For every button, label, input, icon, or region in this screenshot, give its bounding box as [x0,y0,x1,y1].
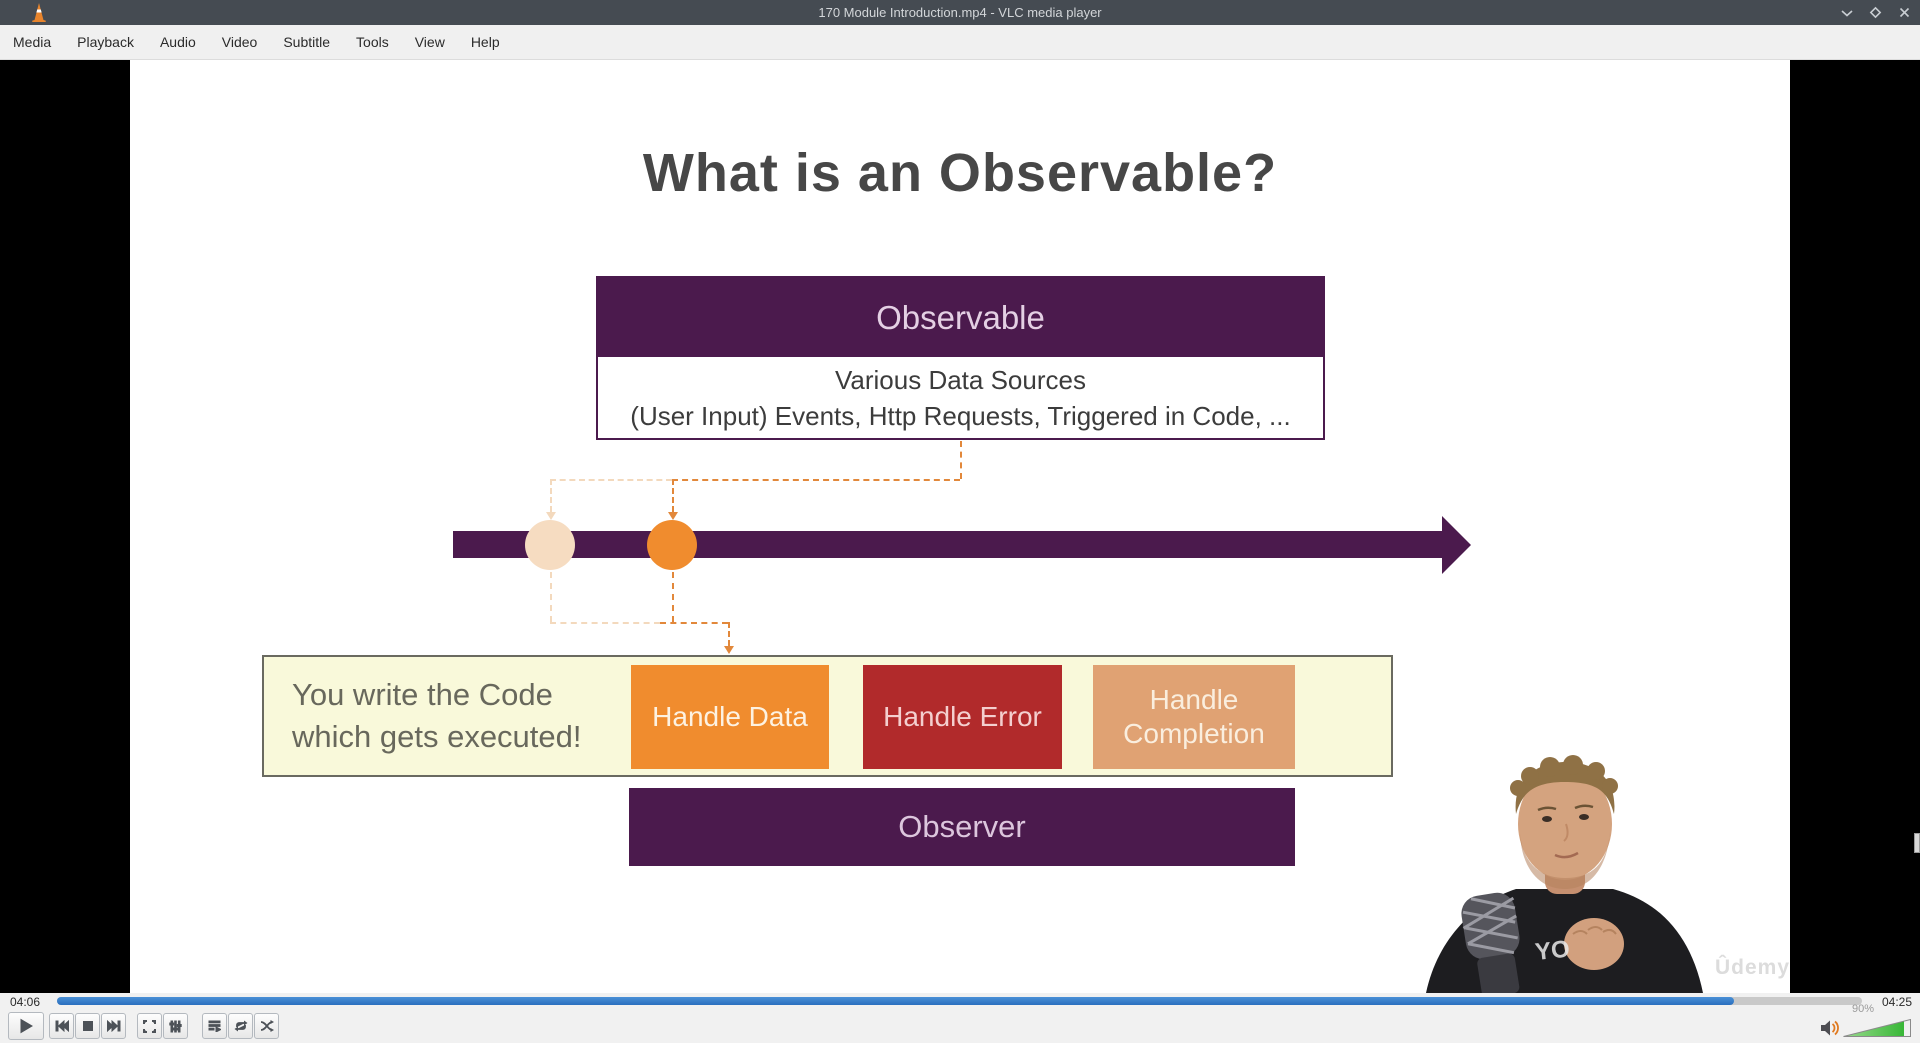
arrowhead-faded-dot [546,512,556,520]
menu-playback[interactable]: Playback [77,34,134,50]
connector-faded-down [550,572,552,622]
close-icon[interactable] [1897,5,1912,20]
stream-timeline-arrowhead [1442,516,1471,574]
menu-bar: Media Playback Audio Video Subtitle Tool… [0,25,1920,60]
webcam-presenter: YO [1426,755,1703,993]
connector-faded-horizontal-top [550,479,672,481]
observable-header: Observable [598,278,1323,357]
stop-button[interactable] [75,1013,100,1039]
equalizer-icon [169,1020,182,1032]
skip-back-icon [55,1020,69,1032]
menu-audio[interactable]: Audio [159,34,196,50]
connector-horizontal-top [672,479,960,481]
play-button[interactable] [8,1012,44,1040]
observable-sources-text: Various Data Sources (User Input) Events… [598,357,1323,438]
title-bar: 170 Module Introduction.mp4 - VLC media … [0,0,1920,25]
menu-subtitle[interactable]: Subtitle [283,34,331,50]
volume-slider[interactable] [1843,1019,1911,1037]
connector-to-bright-dot [672,479,674,512]
maximize-icon[interactable] [1868,5,1883,20]
transport-bar: 04:06 04:25 [0,993,1920,1043]
extended-settings-button[interactable] [163,1013,188,1039]
vlc-cone-icon [32,3,46,22]
connector-from-observable [960,441,962,479]
minimize-icon[interactable] [1839,5,1854,20]
handle-error-box: Handle Error [863,665,1062,769]
code-note-box: You write the Code which gets executed! … [262,655,1393,777]
connector-to-handlers [728,622,730,646]
play-icon [20,1018,33,1034]
handle-completion-box: Handle Completion [1093,665,1295,769]
seek-bar[interactable] [57,997,1862,1005]
stop-icon [82,1021,93,1031]
video-canvas[interactable]: What is an Observable? Observable Variou… [0,60,1920,993]
previous-button[interactable] [49,1013,74,1039]
volume-percentage: 90% [1852,1003,1875,1015]
slide-title: What is an Observable? [642,143,1278,203]
window-title: 170 Module Introduction.mp4 - VLC media … [818,5,1102,20]
arrowhead-bright-dot [668,512,678,520]
handle-data-box: Handle Data [631,665,829,769]
total-time: 04:25 [1881,995,1912,1009]
observer-box: Observer [629,788,1295,866]
stream-timeline-bar [453,531,1442,558]
code-note-line2: which gets executed! [292,719,582,754]
fullscreen-button[interactable] [137,1013,162,1039]
connector-horizontal-bottom [660,622,728,624]
loop-button[interactable] [228,1013,253,1039]
code-note-line1: You write the Code [292,677,553,712]
menu-media[interactable]: Media [13,34,52,50]
loop-icon [234,1020,247,1032]
menu-help[interactable]: Help [470,34,500,50]
next-button[interactable] [101,1013,126,1039]
emitted-value-dot-bright [647,520,697,570]
slide-frame: What is an Observable? Observable Variou… [130,60,1790,993]
playlist-icon [208,1020,221,1032]
screen-edge-artifact [1914,833,1920,853]
menu-tools[interactable]: Tools [356,34,389,50]
observable-box: Observable Various Data Sources (User In… [596,276,1325,440]
arrowhead-handlers [724,646,734,654]
fullscreen-icon [143,1019,156,1033]
connector-bright-down [672,572,674,622]
observable-sources-line1: Various Data Sources [835,365,1086,395]
shuffle-icon [260,1020,274,1032]
connector-faded-horizontal-bottom [550,622,660,624]
code-note-text: You write the Code which gets executed! [292,674,582,758]
svg-text:YO: YO [1534,935,1571,965]
elapsed-time: 04:06 [10,995,41,1009]
volume-wedge-outline [1843,1019,1911,1037]
menu-video[interactable]: Video [221,34,258,50]
skip-forward-icon [106,1020,120,1032]
menu-view[interactable]: View [414,34,445,50]
connector-to-faded-dot [550,479,552,512]
emitted-value-dot-faded [525,520,575,570]
random-button[interactable] [254,1013,279,1039]
seek-bar-fill [57,997,1734,1005]
speaker-icon[interactable] [1820,1019,1840,1037]
udemy-watermark: Ûdemy [1715,956,1790,979]
playlist-button[interactable] [202,1013,227,1039]
observable-sources-line2: (User Input) Events, Http Requests, Trig… [630,401,1291,431]
